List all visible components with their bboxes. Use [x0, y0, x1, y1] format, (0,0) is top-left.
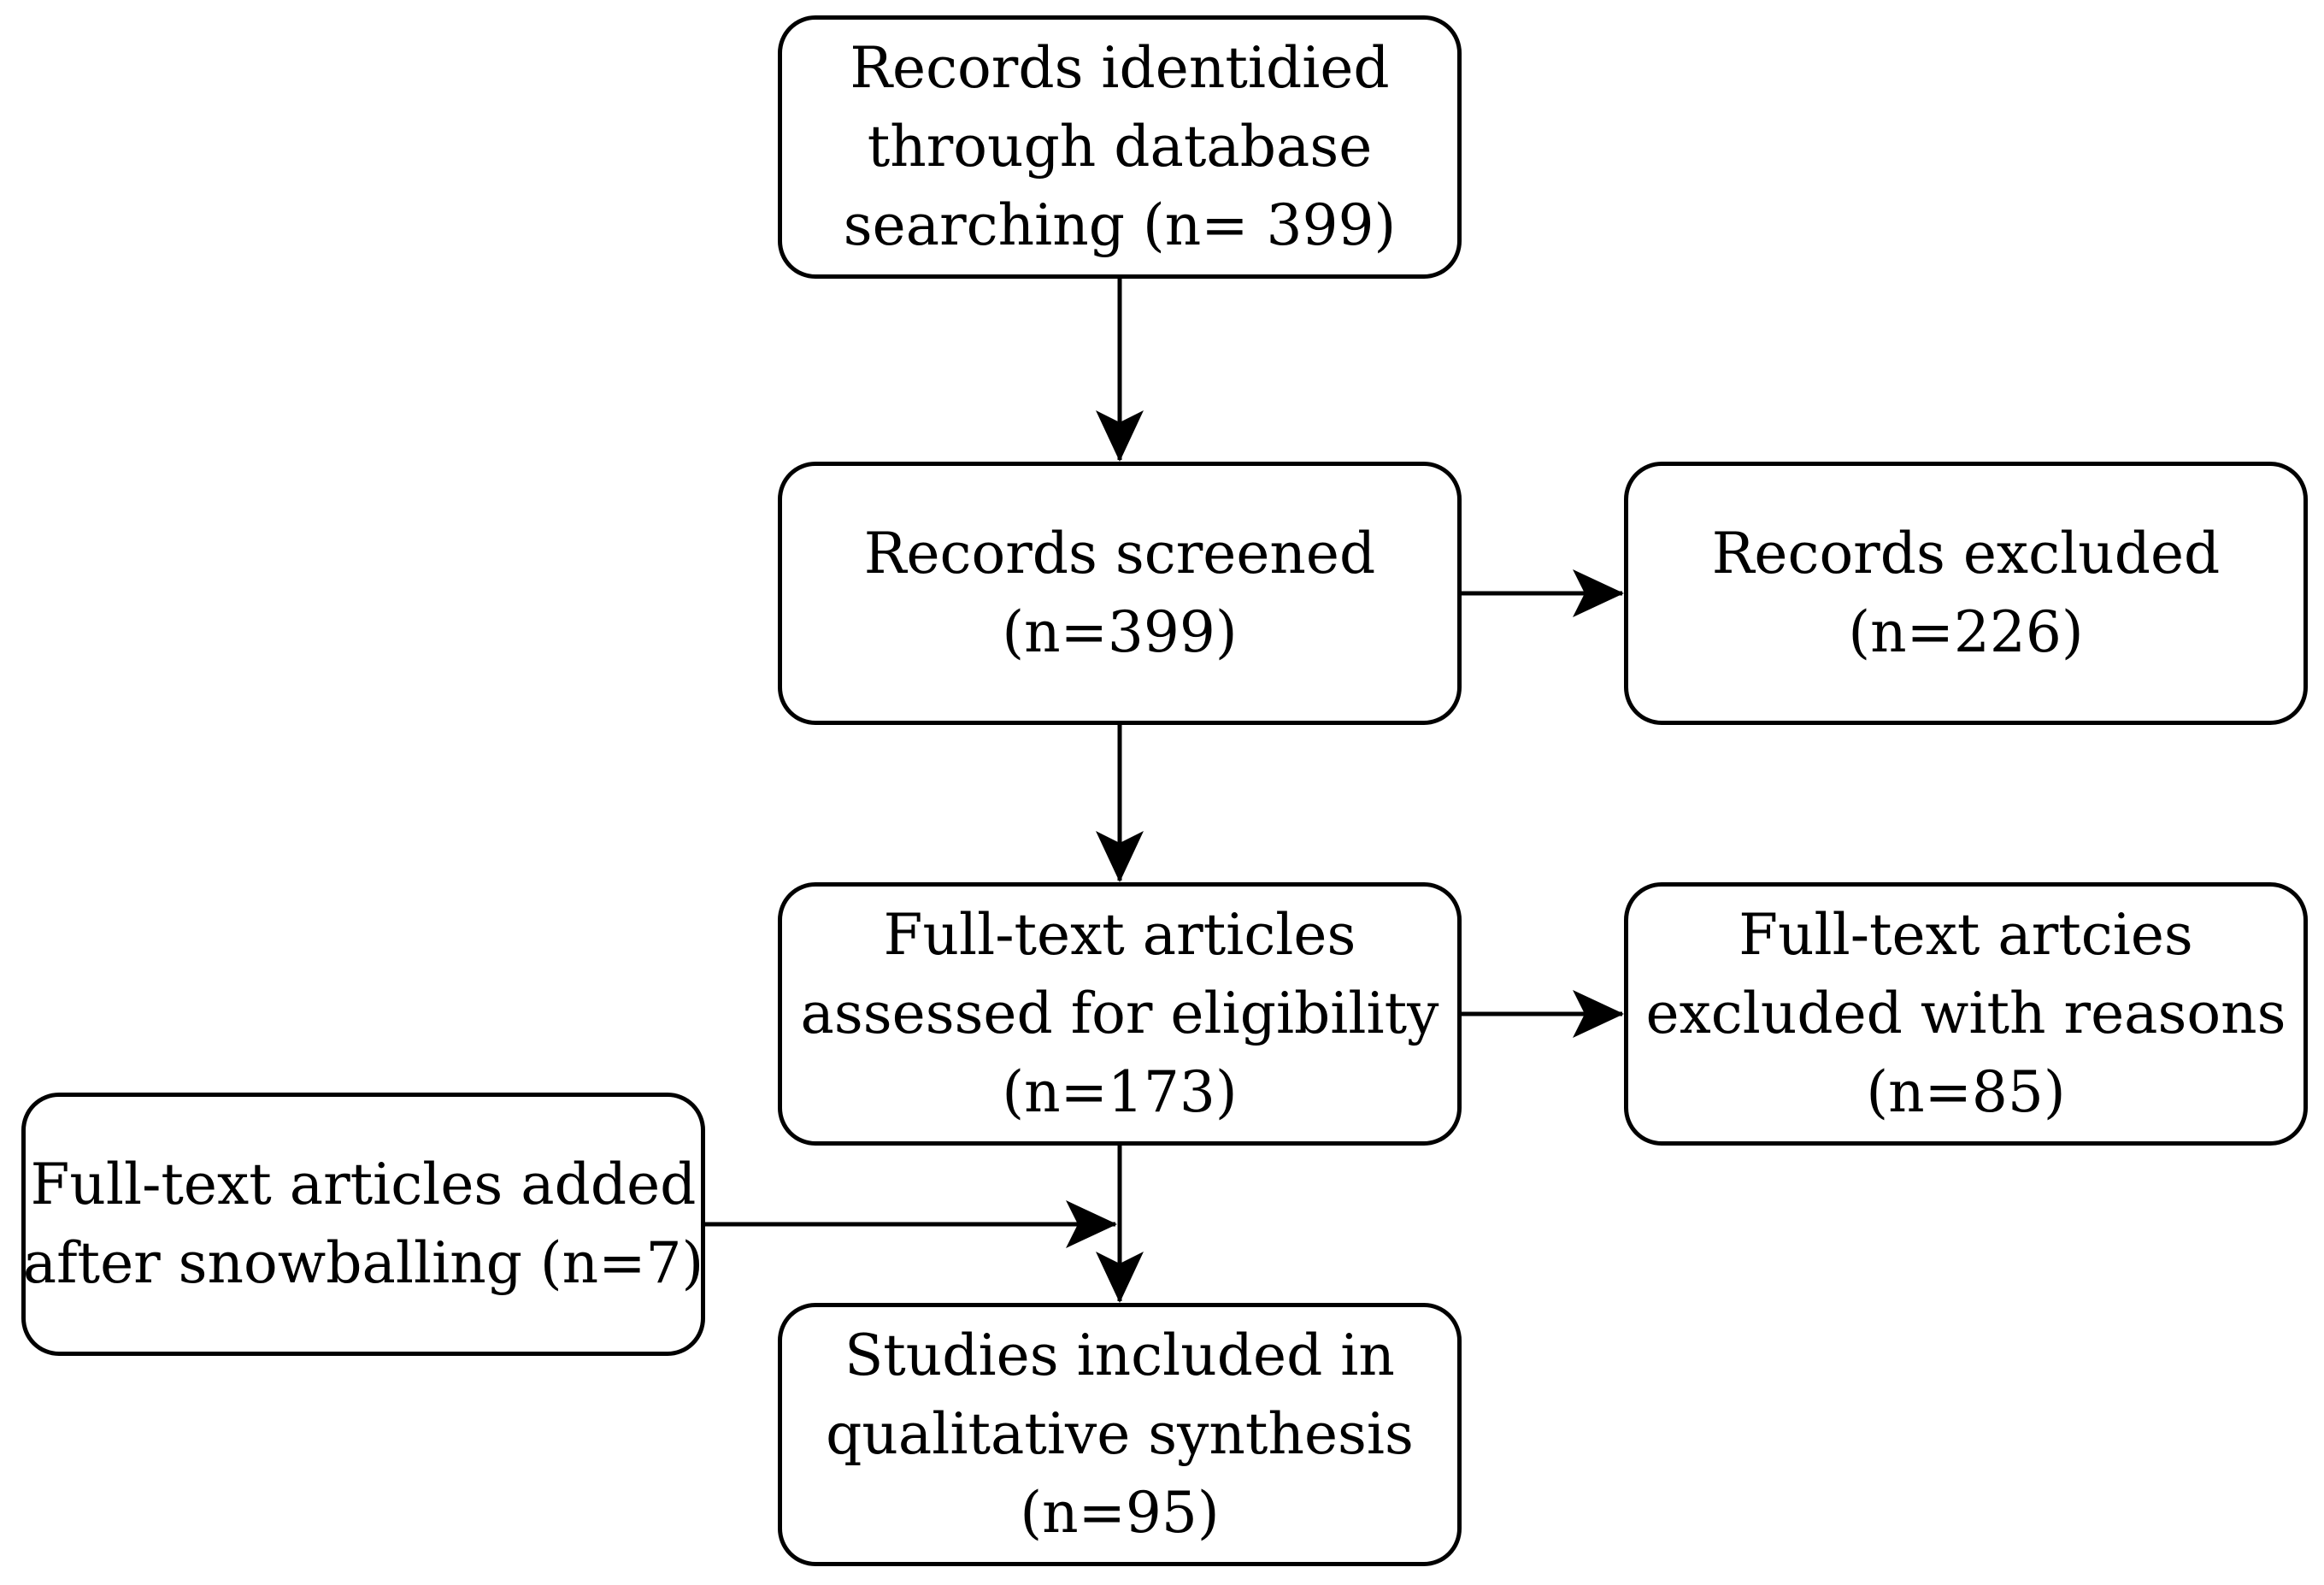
fulltext-assessed-box: Full-text articles assessed for eligibil… [778, 882, 1462, 1146]
box-text-line: Studies included in [844, 1323, 1395, 1388]
box-text-line: (n=173) [1002, 1059, 1238, 1125]
box-text-line: through database [867, 114, 1373, 180]
fulltext-excluded-box: Full-text artcies excluded with reasons … [1624, 882, 2308, 1146]
box-text-line: Full-text artcies [1739, 902, 2193, 968]
box-text-line: (n=85) [1866, 1059, 2066, 1125]
box-text-line: assessed for eligibility [800, 981, 1439, 1046]
records-excluded-box: Records excluded (n=226) [1624, 462, 2308, 725]
records-screened-box: Records screened (n=399) [778, 462, 1462, 725]
box-text-line: Records identidied [850, 35, 1390, 101]
box-text-line: Full-text articles added [30, 1152, 697, 1217]
studies-included-box: Studies included in qualitative synthesi… [778, 1303, 1462, 1566]
box-text-line: (n=226) [1848, 599, 2084, 665]
box-text-line: qualitative synthesis [826, 1401, 1414, 1467]
box-text-line: after snowballing (n=7) [22, 1230, 704, 1296]
records-identified-box: Records identidied through database sear… [778, 15, 1462, 279]
box-text-line: excluded with reasons [1645, 981, 2286, 1046]
box-text-line: (n=399) [1002, 599, 1238, 665]
box-text-line: searching (n= 399) [843, 192, 1397, 258]
box-text-line: Records screened [863, 521, 1376, 586]
box-text-line: Full-text articles [883, 902, 1356, 968]
snowballing-added-box: Full-text articles added after snowballi… [21, 1093, 705, 1356]
box-text-line: Records excluded [1711, 521, 2221, 586]
box-text-line: (n=95) [1020, 1480, 1220, 1546]
